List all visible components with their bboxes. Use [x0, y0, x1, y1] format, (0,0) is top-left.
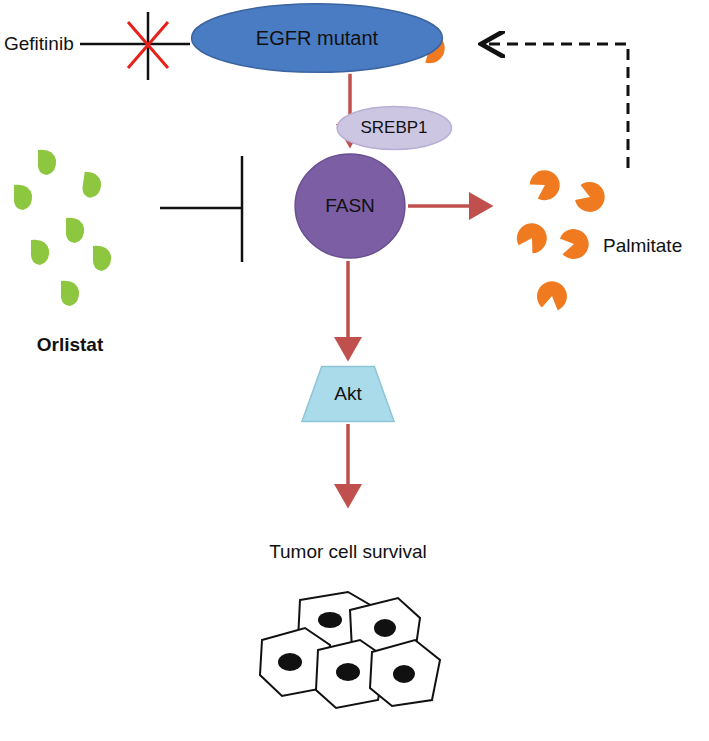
- survival-arrow: [346, 424, 350, 505]
- node-text: Akt: [334, 383, 361, 405]
- node-text: SREBP1: [360, 118, 427, 138]
- palmitate-molecules: [513, 165, 609, 312]
- drug-label: Gefitinib: [4, 33, 74, 55]
- kinase-trapezoid: Akt: [301, 366, 395, 422]
- factor-ellipse: SREBP1: [336, 106, 453, 150]
- gefitinib-block: [80, 12, 190, 80]
- drug-label: Orlistat: [37, 334, 104, 356]
- outcome-label: Tumor cell survival: [269, 541, 427, 563]
- orlistat-inhibition: [160, 156, 242, 262]
- metabolite-label: Palmitate: [603, 235, 682, 257]
- activation-arrow: [346, 261, 350, 358]
- feedback-arrow: [484, 44, 628, 168]
- node-text: FASN: [325, 195, 375, 217]
- orlistat-molecules: [14, 150, 111, 306]
- receptor-ellipse: EGFR mutant: [189, 3, 445, 73]
- tumor-cells: [260, 592, 440, 708]
- enzyme-circle: FASN: [294, 153, 406, 259]
- product-arrow: [408, 204, 490, 208]
- node-text: EGFR mutant: [256, 27, 378, 50]
